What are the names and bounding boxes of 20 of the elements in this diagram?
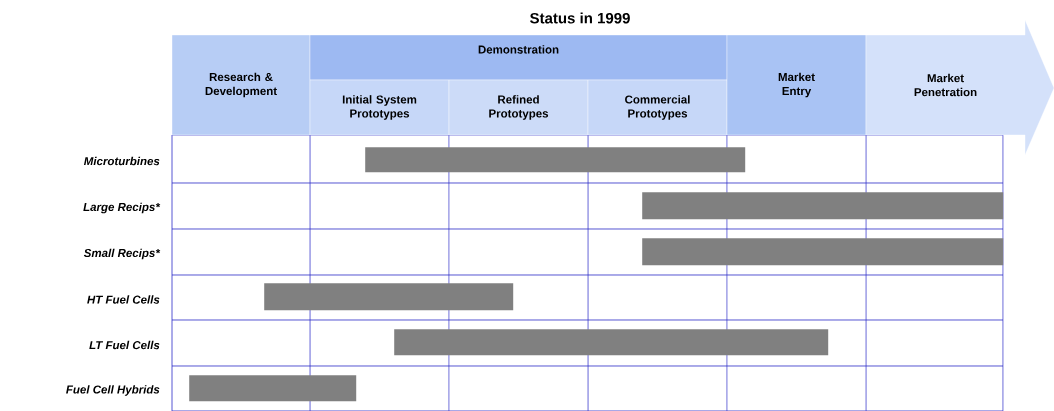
stage-header: Refined Prototypes xyxy=(448,79,589,136)
timeline-bar xyxy=(189,375,357,402)
stage-header: Market Entry xyxy=(726,34,867,136)
timeline-bar xyxy=(365,147,746,173)
timeline-bar xyxy=(642,192,1004,220)
row-label: Large Recips* xyxy=(83,202,161,214)
timeline-bar xyxy=(642,238,1004,266)
timeline-bar xyxy=(394,329,829,356)
title: Status in 1999 xyxy=(530,12,630,24)
stage-header: Commercial Prototypes xyxy=(587,79,728,136)
stage-header: Initial System Prototypes xyxy=(309,79,450,136)
timeline-bar xyxy=(264,283,514,311)
header-arrow-tip: Market Penetration xyxy=(865,19,1054,156)
stage-header: Demonstration xyxy=(309,34,728,81)
row-label: Small Recips* xyxy=(83,248,161,260)
row-label: LT Fuel Cells xyxy=(89,340,160,350)
stage-header: Research & Development xyxy=(171,34,311,136)
row-label: HT Fuel Cells xyxy=(87,295,160,304)
row-label: Fuel Cell Hybrids xyxy=(66,385,160,396)
row-label: Microturbines xyxy=(84,156,160,166)
